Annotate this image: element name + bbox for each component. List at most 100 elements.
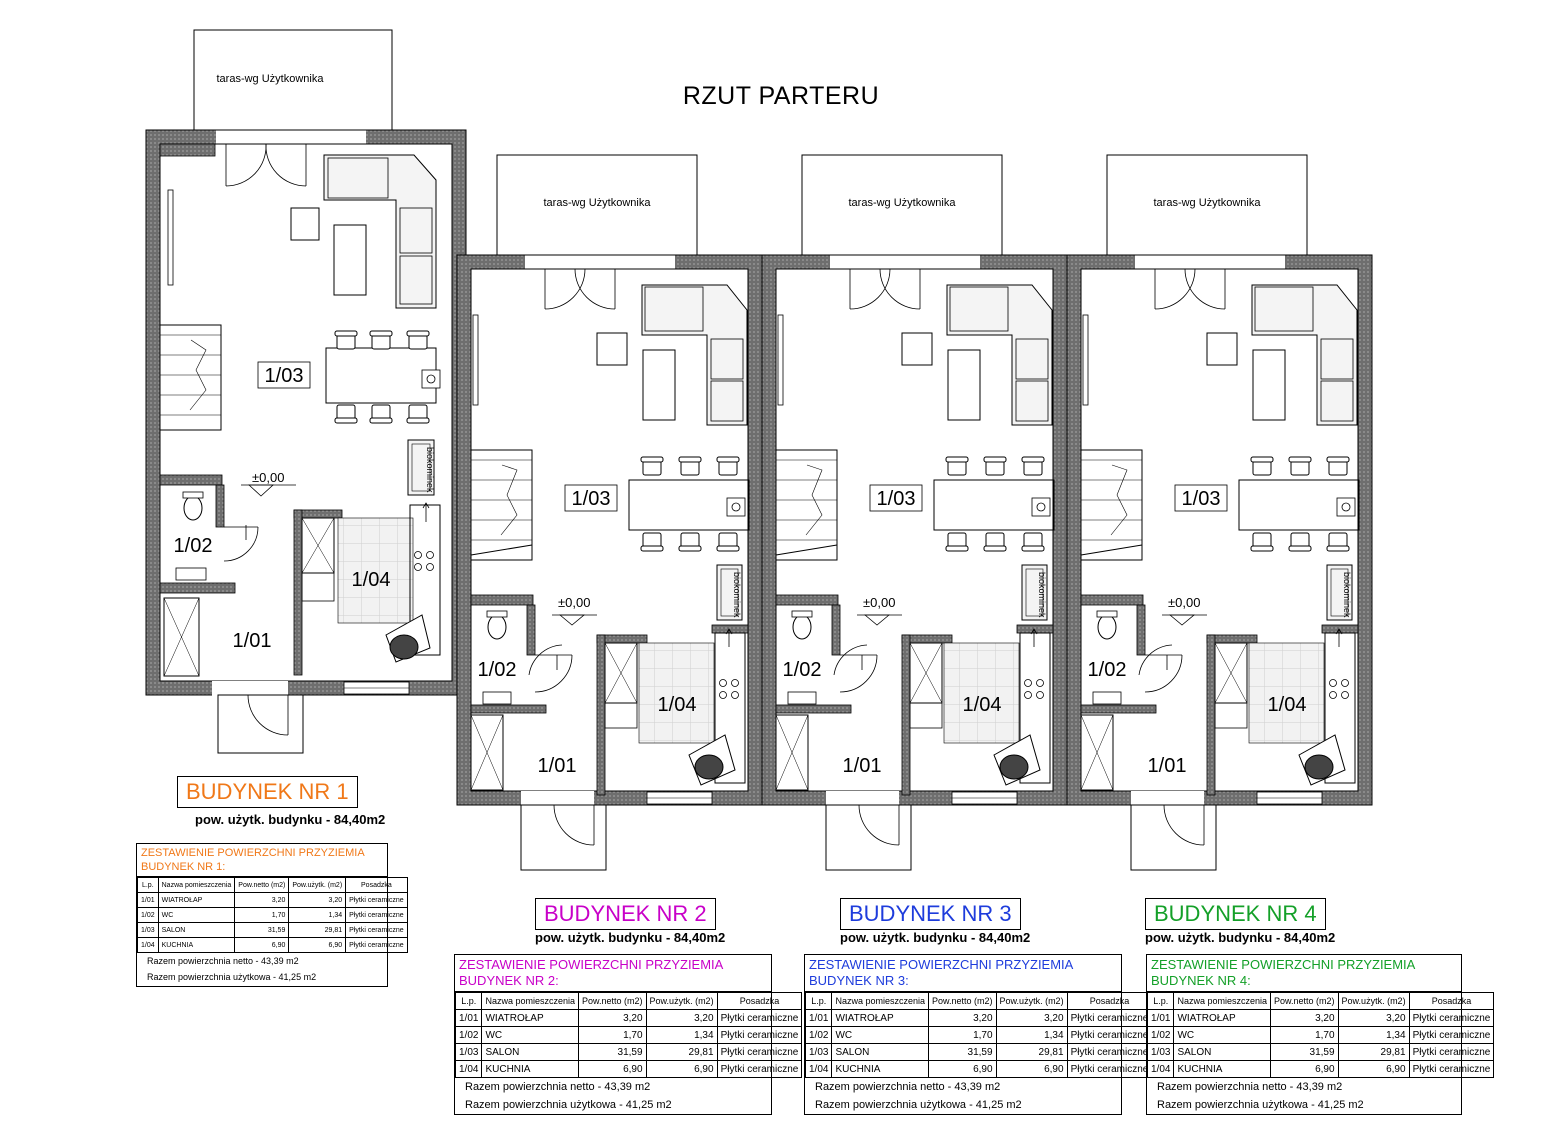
column-header-uzytk: Pow.użytk. (m2): [995, 992, 1068, 1010]
cell-name: SALON: [1173, 1043, 1272, 1061]
column-header-uzytk: Pow.użytk. (m2): [1337, 992, 1410, 1010]
table-subtitle: BUDYNEK NR 3:: [809, 973, 909, 988]
column-header-netto: Pow.netto (m2): [578, 992, 647, 1010]
building-3-plan: [762, 155, 1067, 870]
cell-uzytk: 3,20: [288, 892, 347, 908]
total-netto: Razem powierzchnia netto - 43,39 m2: [815, 1081, 1001, 1093]
cell-floor: Płytki ceramiczne: [1066, 1026, 1153, 1044]
total-netto: Razem powierzchnia netto - 43,39 m2: [147, 956, 299, 966]
cell-lp: 1/02: [454, 1026, 483, 1044]
cell-floor: Płytki ceramiczne: [1408, 1060, 1495, 1078]
terrace-label: taras-wg Użytkownika: [849, 197, 957, 209]
table-title: ZESTAWIENIE POWIERZCHNI PRZYZIEMIA: [141, 847, 365, 859]
building-1-plan: [145, 29, 467, 754]
building-2-area-table: ZESTAWIENIE POWIERZCHNI PRZYZIEMIA BUDYN…: [454, 954, 803, 1115]
terrace-label: taras-wg Użytkownika: [544, 197, 652, 209]
cell-netto: 1,70: [578, 1026, 647, 1044]
biokominek-label: biokominek: [1342, 572, 1352, 618]
cell-uzytk: 29,81: [1337, 1043, 1410, 1061]
column-header-name: Nazwa pomieszczenia: [481, 992, 580, 1010]
column-header-netto: Pow.netto (m2): [1270, 992, 1339, 1010]
building-4-area-table: ZESTAWIENIE POWIERZCHNI PRZYZIEMIA BUDYN…: [1146, 954, 1495, 1115]
cell-uzytk: 29,81: [995, 1043, 1068, 1061]
cell-name: WIATROŁAP: [157, 892, 236, 908]
total-uzytk: Razem powierzchnia użytkowa - 41,25 m2: [465, 1099, 672, 1111]
cell-netto: 31,59: [234, 922, 290, 938]
cell-netto: 1,70: [234, 907, 290, 923]
cell-netto: 6,90: [578, 1060, 647, 1078]
cell-uzytk: 6,90: [1337, 1060, 1410, 1078]
cell-floor: Płytki ceramiczne: [716, 1026, 803, 1044]
building-3-name: BUDYNEK NR 3: [840, 898, 1021, 930]
room-label: 1/01: [1148, 755, 1187, 777]
room-label: 1/04: [1268, 694, 1307, 716]
level-label: ±0,00: [1168, 595, 1200, 610]
cell-name: WIATROŁAP: [831, 1009, 930, 1027]
room-label: 1/02: [478, 659, 517, 681]
total-netto: Razem powierzchnia netto - 43,39 m2: [465, 1081, 651, 1093]
cell-name: KUCHNIA: [831, 1060, 930, 1078]
cell-floor: Płytki ceramiczne: [345, 922, 408, 938]
room-label: 1/04: [658, 694, 697, 716]
building-4-name: BUDYNEK NR 4: [1145, 898, 1326, 930]
cell-lp: 1/01: [1146, 1009, 1175, 1027]
cell-floor: Płytki ceramiczne: [716, 1060, 803, 1078]
table-title: ZESTAWIENIE POWIERZCHNI PRZYZIEMIA: [459, 957, 724, 972]
cell-name: KUCHNIA: [157, 937, 236, 953]
terrace-label: taras-wg Użytkownika: [1154, 197, 1262, 209]
cell-uzytk: 6,90: [645, 1060, 718, 1078]
total-uzytk: Razem powierzchnia użytkowa - 41,25 m2: [147, 972, 317, 982]
column-header-floor: Posadzka: [1066, 992, 1153, 1010]
building-2-name: BUDYNEK NR 2: [535, 898, 716, 930]
cell-uzytk: 6,90: [288, 937, 347, 953]
building-2-plan: [457, 155, 762, 870]
cell-lp: 1/04: [454, 1060, 483, 1078]
column-header-floor: Posadzka: [1408, 992, 1495, 1010]
cell-lp: 1/03: [804, 1043, 833, 1061]
cell-floor: Płytki ceramiczne: [716, 1043, 803, 1061]
cell-name: KUCHNIA: [481, 1060, 580, 1078]
terrace-label: taras-wg Użytkownika: [217, 73, 325, 85]
cell-uzytk: 3,20: [995, 1009, 1068, 1027]
building-3-area-table: ZESTAWIENIE POWIERZCHNI PRZYZIEMIA BUDYN…: [804, 954, 1153, 1115]
plan-labels: taras-wg Użytkownika taras-wg Użytkownik…: [174, 73, 1352, 777]
room-label: 1/04: [352, 569, 391, 591]
cell-floor: Płytki ceramiczne: [1408, 1009, 1495, 1027]
cell-uzytk: 29,81: [645, 1043, 718, 1061]
cell-netto: 6,90: [234, 937, 290, 953]
column-header-netto: Pow.netto (m2): [928, 992, 997, 1010]
column-header-netto: Pow.netto (m2): [234, 877, 290, 893]
cell-lp: 1/02: [1146, 1026, 1175, 1044]
room-label: 1/01: [843, 755, 882, 777]
cell-lp: 1/02: [804, 1026, 833, 1044]
cell-name: WC: [157, 907, 236, 923]
building-2-area: pow. użytk. budynku - 84,40m2: [535, 930, 726, 945]
cell-netto: 3,20: [578, 1009, 647, 1027]
cell-lp: 1/03: [454, 1043, 483, 1061]
column-header-uzytk: Pow.użytk. (m2): [645, 992, 718, 1010]
cell-netto: 1,70: [1270, 1026, 1339, 1044]
cell-netto: 31,59: [1270, 1043, 1339, 1061]
level-label: ±0,00: [863, 595, 895, 610]
room-label: 1/04: [963, 694, 1002, 716]
total-netto: Razem powierzchnia netto - 43,39 m2: [1157, 1081, 1343, 1093]
building-3-area: pow. użytk. budynku - 84,40m2: [840, 930, 1031, 945]
table-title: ZESTAWIENIE POWIERZCHNI PRZYZIEMIA: [1151, 957, 1416, 972]
column-header-floor: Posadzka: [345, 877, 408, 893]
cell-name: SALON: [831, 1043, 930, 1061]
biokominek-label: biokominek: [425, 447, 435, 493]
cell-floor: Płytki ceramiczne: [345, 937, 408, 953]
column-header-name: Nazwa pomieszczenia: [1173, 992, 1272, 1010]
table-subtitle: BUDYNEK NR 1:: [141, 861, 226, 873]
table-header: ZESTAWIENIE POWIERZCHNI PRZYZIEMIA BUDYN…: [137, 844, 387, 877]
cell-name: WC: [481, 1026, 580, 1044]
